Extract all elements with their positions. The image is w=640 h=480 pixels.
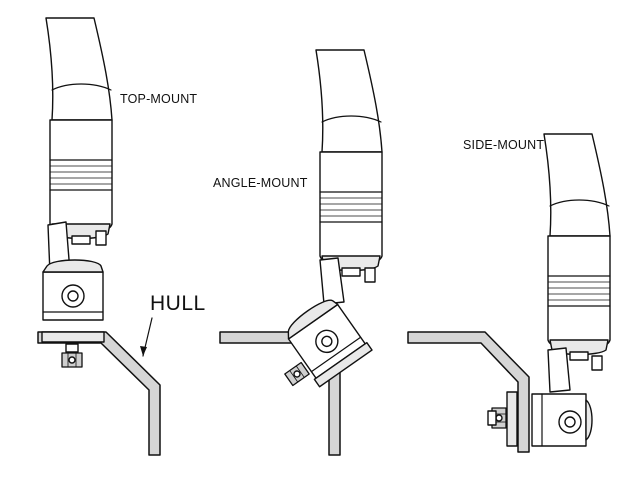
top-mount-hull: [37, 331, 161, 456]
side-mount-bracket: [531, 393, 593, 447]
angle-mount-nut: [284, 361, 310, 387]
angle-mount-transducer: [315, 49, 383, 277]
angle-mount-bracket: [280, 293, 373, 388]
side-mount-label: SIDE-MOUNT: [463, 138, 545, 152]
top-mount-bracket: [42, 259, 104, 321]
side-mount-transducer: [543, 133, 611, 361]
top-mount-transducer: [45, 17, 113, 245]
top-mount-nut: [61, 352, 83, 368]
angle-mount-label: ANGLE-MOUNT: [213, 176, 308, 190]
angle-mount-assembly: [219, 49, 383, 456]
side-mount-hull: [407, 331, 530, 453]
top-mount-label: TOP-MOUNT: [120, 92, 198, 106]
top-mount-assembly: [37, 17, 161, 456]
hull-label: HULL: [150, 292, 206, 315]
side-mount-assembly: [407, 133, 611, 453]
